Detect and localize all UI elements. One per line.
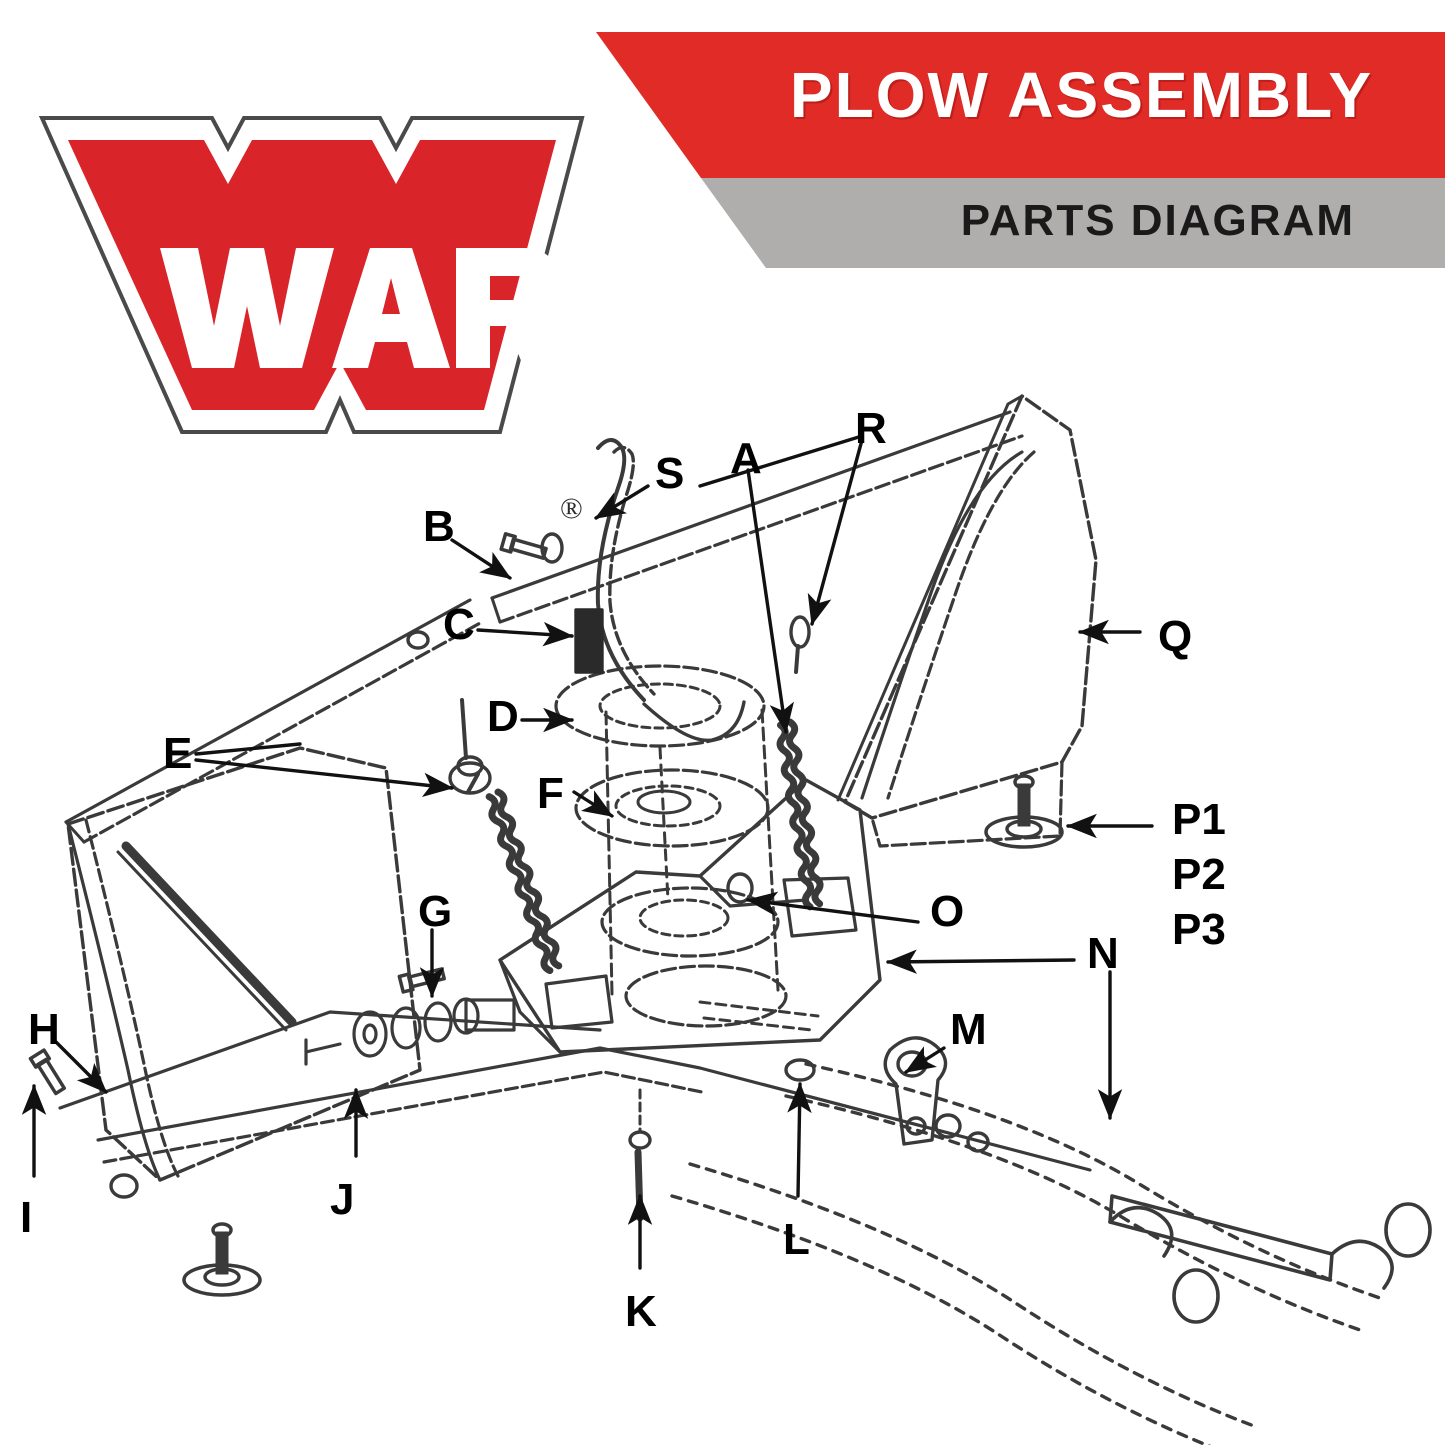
leader-C <box>476 621 574 647</box>
push-frame-cross-brace <box>1108 1194 1432 1324</box>
header-banner: PLOW ASSEMBLY PARTS DIAGRAM <box>0 0 1445 300</box>
page-title: PLOW ASSEMBLY <box>789 59 1373 131</box>
callout-label-L: L <box>783 1215 810 1264</box>
spring-left <box>462 772 586 972</box>
upper-frame-bar-left <box>64 598 484 844</box>
callout-label-K: K <box>625 1287 657 1336</box>
leader-H <box>54 1040 108 1094</box>
right-blade-wing <box>836 394 1098 848</box>
warn-logo: ® <box>32 100 592 525</box>
leveling-foot-left <box>182 1222 262 1297</box>
edge-hardware <box>304 997 516 1066</box>
callout-label-O: O <box>930 887 965 936</box>
leader-F <box>572 790 614 818</box>
center-a-frame <box>498 778 882 1054</box>
leader-R1 <box>807 438 864 626</box>
left-blade-wing <box>66 746 422 1182</box>
callout-leaders <box>21 438 1154 1270</box>
callout-label-A: A <box>730 434 762 483</box>
callout-label-Q: Q <box>1158 612 1193 661</box>
leader-R2 <box>698 434 864 488</box>
callout-label-J: J <box>330 1175 355 1224</box>
page-subtitle: PARTS DIAGRAM <box>960 196 1355 245</box>
callout-label-H: H <box>28 1005 60 1054</box>
warn-logo-mark <box>38 116 585 434</box>
callout-label-B: B <box>423 502 455 551</box>
callout-label-P3: P3 <box>1172 905 1226 954</box>
leader-A <box>746 468 794 734</box>
callout-label-P2: P2 <box>1172 850 1226 899</box>
registered-trademark-icon: ® <box>560 492 583 525</box>
callout-leaders-plain <box>194 434 864 756</box>
leader-M <box>904 1046 946 1074</box>
callout-label-D: D <box>487 692 519 741</box>
header-banner-shapes <box>596 32 1445 268</box>
leader-L <box>787 1082 812 1198</box>
callout-label-N: N <box>1087 929 1119 978</box>
leader-S <box>594 484 650 520</box>
callout-label-G: G <box>418 887 453 936</box>
hardware-pins <box>28 532 990 1222</box>
center-pivot-hub <box>554 664 788 1028</box>
leader-E1 <box>194 758 454 798</box>
upper-frame-bar-right <box>490 410 1024 624</box>
callout-label-P1: P1 <box>1172 795 1226 844</box>
callout-label-I: I <box>20 1193 33 1242</box>
push-frame <box>670 1062 1382 1445</box>
callout-label-R: R <box>855 404 887 453</box>
leader-O <box>746 891 920 924</box>
callout-label-S: S <box>655 449 685 498</box>
callout-label-F: F <box>537 769 564 818</box>
callout-label-C: C <box>443 600 475 649</box>
callout-label-M: M <box>950 1005 987 1054</box>
logo-wordmark <box>160 248 562 368</box>
leader-B <box>450 538 512 580</box>
callout-label-E: E <box>163 729 193 778</box>
gray-banner-shape <box>701 178 1445 268</box>
red-banner-shape <box>596 32 1445 178</box>
leader-E2 <box>194 742 302 756</box>
leader-N1 <box>886 949 1076 974</box>
